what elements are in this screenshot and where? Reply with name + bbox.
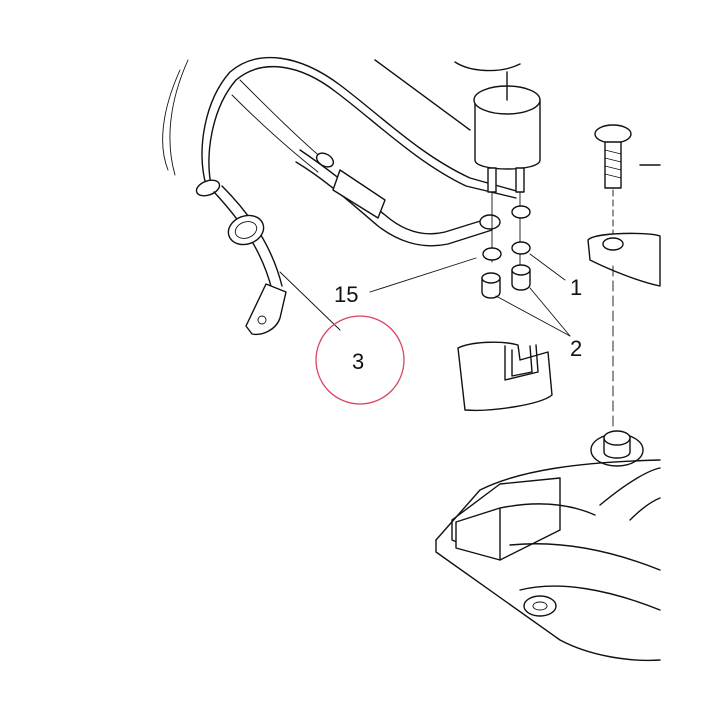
terminal-cover: [457, 341, 553, 412]
highlight-circle: [315, 315, 405, 405]
leader-lines: [279, 253, 571, 337]
callout-3: 3: [352, 349, 364, 374]
sleeved-wire: [295, 149, 501, 247]
callout-2: 2: [570, 336, 582, 361]
solenoid: [374, 59, 541, 267]
callout-1: 1: [570, 275, 582, 300]
housing: [435, 459, 661, 662]
bolt-and-bracket: [587, 124, 661, 467]
washers-and-nuts: [481, 205, 531, 299]
background-linework: [162, 59, 331, 176]
ground-wire-harness: [195, 56, 521, 336]
callout-15: 15: [334, 282, 358, 307]
